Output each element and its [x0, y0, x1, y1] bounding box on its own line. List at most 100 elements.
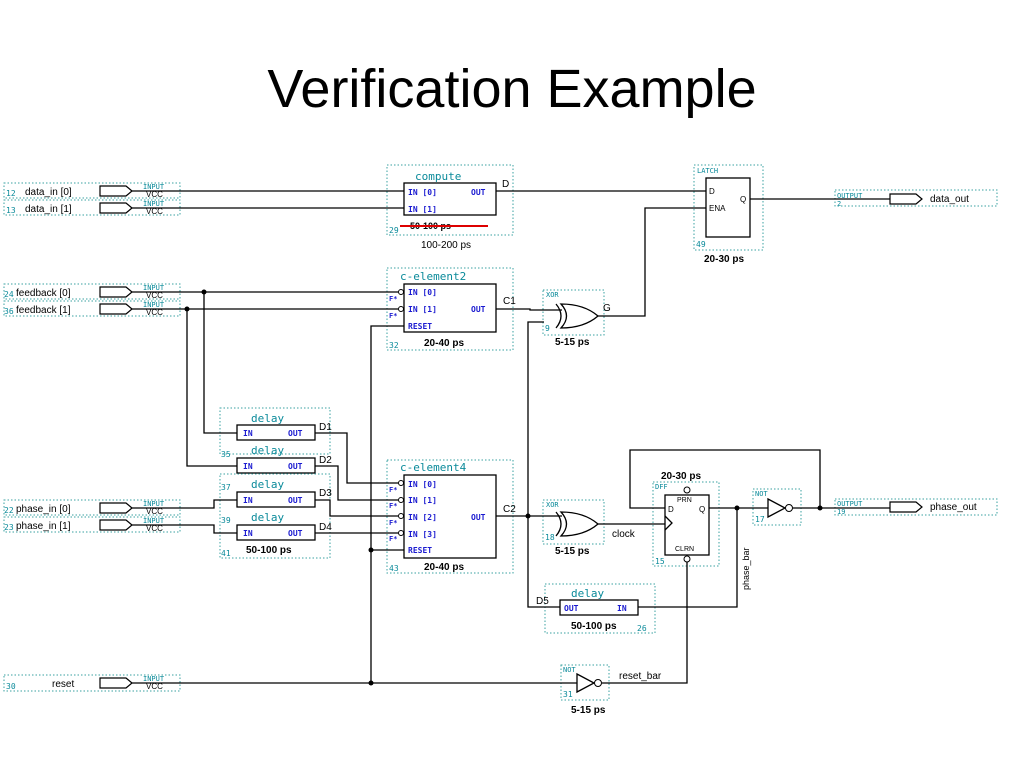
- pin-kind: INPUT: [143, 517, 165, 525]
- port-in: IN: [243, 496, 253, 505]
- port-in0: IN [0]: [408, 188, 437, 197]
- flag-fstar: F*: [389, 295, 397, 303]
- wires: [132, 190, 890, 686]
- signal-label-d1: D1: [319, 422, 332, 433]
- pin-vcc: VCC: [146, 507, 163, 516]
- input-pin-reset: 30 reset INPUT VCC: [3, 674, 181, 692]
- port-in: IN: [243, 429, 253, 438]
- port-in1: IN [1]: [408, 305, 437, 314]
- port-out: OUT: [288, 496, 303, 505]
- port-out: OUT: [471, 513, 486, 522]
- block-title: NOT: [755, 490, 768, 498]
- port-in: IN: [243, 462, 253, 471]
- signal-label-d5: D5: [536, 596, 549, 607]
- pin-kind: OUTPUT: [837, 500, 863, 508]
- port-q: Q: [740, 195, 746, 204]
- block-number: 18: [545, 533, 555, 542]
- pin-kind: OUTPUT: [837, 192, 863, 200]
- pin-kind: INPUT: [143, 200, 165, 208]
- pin-number: 30: [6, 682, 16, 691]
- pin-kind: INPUT: [143, 284, 165, 292]
- pin-vcc: VCC: [146, 190, 163, 199]
- flag-fstar: F*: [389, 502, 397, 510]
- pin-number: 12: [6, 189, 16, 198]
- signal-label-clock: clock: [612, 529, 636, 540]
- pin-number: 22: [4, 506, 14, 515]
- pin-vcc: VCC: [146, 524, 163, 533]
- block-timing: 20-30 ps: [661, 471, 701, 482]
- block-timing: 20-30 ps: [704, 254, 744, 265]
- block-title: c-element2: [400, 270, 466, 283]
- block-timing: 5-15 ps: [571, 705, 606, 716]
- page-title: Verification Example: [267, 59, 757, 119]
- block-title: compute: [415, 170, 461, 183]
- pin-number: 19: [837, 508, 845, 516]
- flag-fstar: F*: [389, 486, 397, 494]
- block-number: 26: [637, 624, 647, 633]
- block-timing: 100-200 ps: [421, 240, 471, 251]
- pin-name: phase_in [1]: [16, 521, 71, 532]
- block-number: 17: [755, 515, 765, 524]
- pin-number: 24: [4, 290, 14, 299]
- port-in2: IN [2]: [408, 513, 437, 522]
- pin-kind: INPUT: [143, 500, 165, 508]
- not-gate-2: NOT 31 5-15 ps: [560, 664, 610, 716]
- block-timing: 5-15 ps: [555, 546, 590, 557]
- pin-vcc: VCC: [146, 308, 163, 317]
- port-reset: RESET: [408, 322, 432, 331]
- block-timing: 20-40 ps: [424, 338, 464, 349]
- block-title: LATCH: [697, 167, 718, 175]
- block-title: delay: [251, 444, 284, 457]
- block-number: 35: [221, 450, 231, 459]
- port-in0: IN [0]: [408, 480, 437, 489]
- port-d: D: [668, 505, 674, 514]
- block-number: 9: [545, 324, 550, 333]
- signal-label-phase-bar: phase_bar: [741, 547, 751, 590]
- output-pin-phase-out: OUTPUT 19 phase_out: [834, 498, 998, 516]
- port-in: IN: [243, 529, 253, 538]
- pin-name: phase_in [0]: [16, 504, 71, 515]
- port-in0: IN [0]: [408, 288, 437, 297]
- xor-gate-2: XOR 18 5-15 ps: [542, 499, 605, 557]
- port-out: OUT: [471, 188, 486, 197]
- port-in: IN: [617, 604, 627, 613]
- signal-label-d2: D2: [319, 455, 332, 466]
- pin-kind: INPUT: [143, 301, 165, 309]
- block-title: delay: [571, 587, 604, 600]
- pin-name: data_out: [930, 194, 969, 205]
- pin-kind: INPUT: [143, 183, 165, 191]
- port-prn: PRN: [677, 497, 692, 504]
- c-element2-block: c-element2 IN [0] IN [1] RESET OUT F* F*…: [386, 267, 514, 351]
- not-gate-1: NOT 17: [752, 488, 802, 526]
- block-title: c-element4: [400, 461, 467, 474]
- block-timing: 5-15 ps: [555, 337, 590, 348]
- pin-name: data_in [1]: [25, 204, 72, 215]
- port-reset: RESET: [408, 546, 432, 555]
- signal-label-c1: C1: [503, 296, 516, 307]
- block-number: 31: [563, 690, 573, 699]
- block-number: 39: [221, 516, 231, 525]
- compute-block: compute IN [0] IN [1] OUT 29 50-100 ps 1…: [386, 164, 514, 251]
- pin-number: 36: [4, 307, 14, 316]
- block-timing: 50-100 ps: [246, 545, 292, 556]
- signal-labels: D C1 G D1 D2 D3 D4 C2 clock D5 reset_bar…: [319, 179, 751, 682]
- block-title: XOR: [546, 291, 559, 299]
- flag-fstar: F*: [389, 519, 397, 527]
- flag-fstar: F*: [389, 312, 397, 320]
- flag-fstar: F*: [389, 535, 397, 543]
- block-number: 43: [389, 564, 399, 573]
- port-q: Q: [699, 505, 705, 514]
- port-out: OUT: [288, 429, 303, 438]
- pin-number: 2: [837, 200, 841, 208]
- block-title: NOT: [563, 666, 576, 674]
- port-out: OUT: [564, 604, 579, 613]
- port-in3: IN [3]: [408, 530, 437, 539]
- delay-block-4: delay IN OUT 41 50-100 ps: [219, 473, 331, 559]
- pin-name: feedback [1]: [16, 305, 71, 316]
- block-number: 32: [389, 341, 399, 350]
- block-number: 37: [221, 483, 231, 492]
- block-title: DFF: [655, 483, 668, 491]
- block-title: delay: [251, 412, 284, 425]
- signal-label-c2: C2: [503, 504, 516, 515]
